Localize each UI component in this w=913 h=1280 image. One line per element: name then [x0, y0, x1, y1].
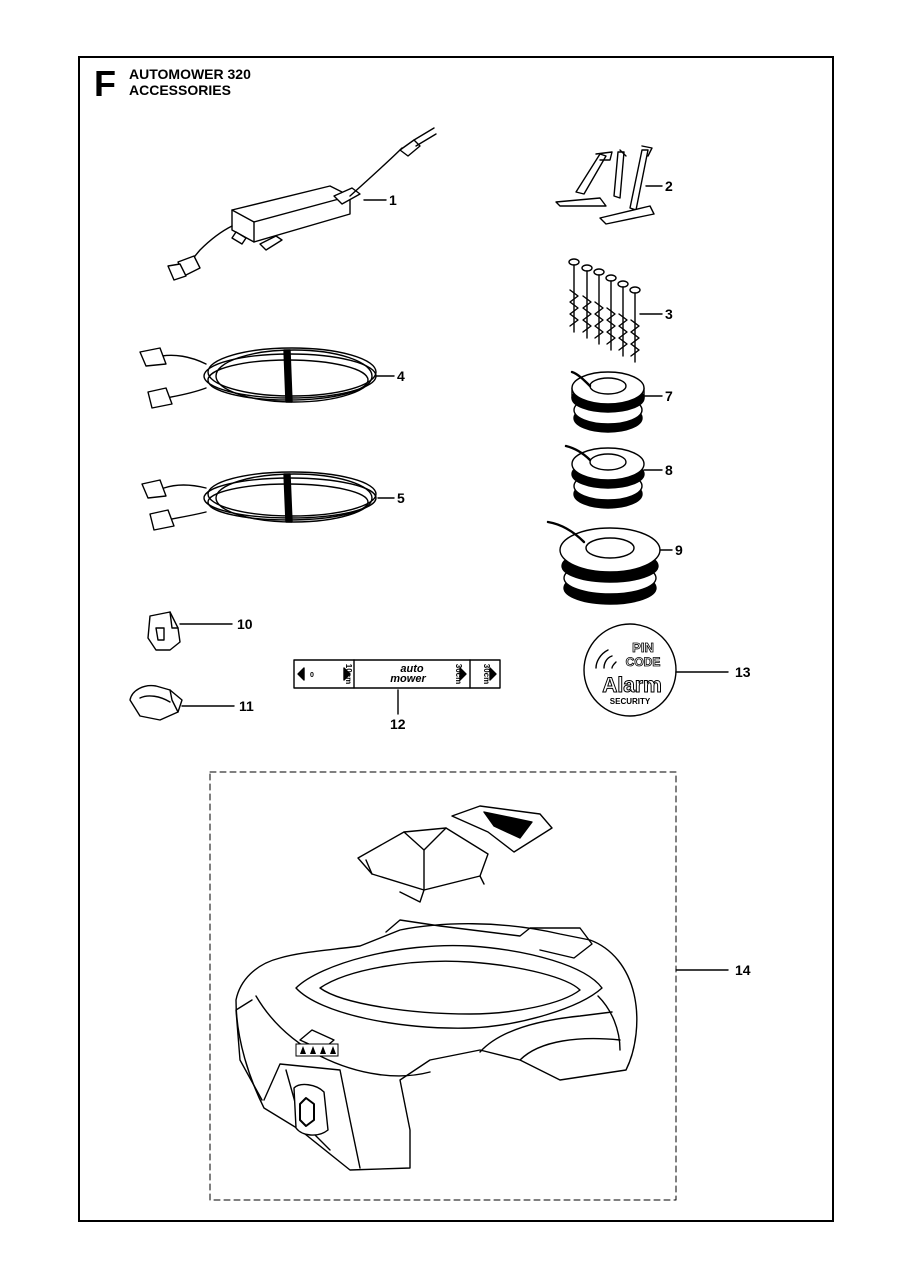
callout-9: 9 — [675, 542, 683, 558]
pin-sticker-line1: PIN — [632, 640, 654, 655]
guide-brand-top: auto — [400, 663, 424, 675]
measurement-guide-strip — [293, 659, 501, 689]
screws-part — [568, 258, 641, 363]
diagram-frame — [78, 56, 834, 1222]
callout-7: 7 — [665, 388, 673, 404]
coupler-part — [147, 611, 181, 651]
callout-2: 2 — [665, 178, 673, 194]
boundary-wire-spool-medium-part — [564, 444, 645, 509]
power-supply-part — [167, 127, 437, 281]
title-line-1: AUTOMOWER 320 — [129, 66, 251, 82]
body-kit-box — [209, 771, 677, 1201]
display-cover-part — [451, 805, 553, 853]
boundary-wire-spool-small-part — [570, 370, 645, 433]
guide-mark-a: 10cm — [344, 664, 353, 684]
callout-13: 13 — [735, 664, 751, 680]
callout-8: 8 — [665, 462, 673, 478]
callout-3: 3 — [665, 306, 673, 322]
boundary-pegs-part — [555, 145, 655, 225]
connector-knob-part — [129, 684, 183, 721]
guide-strip-text: 0 10cm auto mower 30cm 30cm — [310, 663, 491, 685]
callout-5: 5 — [397, 490, 405, 506]
pin-code-alarm-sticker — [583, 623, 677, 717]
title-line-2: ACCESSORIES — [129, 82, 231, 98]
pin-sticker-line3: Alarm — [602, 674, 662, 697]
connection-cable-short-part — [141, 471, 377, 531]
callout-12: 12 — [390, 716, 406, 732]
guide-mark-b: 30cm — [454, 664, 463, 684]
section-letter: F — [94, 63, 116, 104]
pin-sticker-text: PIN CODE Alarm SECURITY — [602, 640, 663, 706]
callout-14: 14 — [735, 962, 751, 978]
connection-cable-long-part — [139, 347, 377, 409]
pin-sticker-line4: SECURITY — [610, 697, 651, 706]
guide-mark-c: 30cm — [482, 664, 491, 684]
callout-4: 4 — [397, 368, 405, 384]
guide-mark-small: 0 — [310, 672, 314, 679]
page-title: AUTOMOWER 320 ACCESSORIES — [129, 66, 251, 98]
warning-decal — [295, 1043, 339, 1057]
boundary-wire-spool-large-part — [546, 520, 661, 605]
callout-11: 11 — [239, 698, 254, 714]
hatch-cover-part — [357, 827, 489, 903]
callout-10: 10 — [237, 616, 253, 632]
guide-brand-bottom: mower — [390, 673, 426, 685]
pin-sticker-line2: CODE — [626, 655, 661, 669]
callout-1: 1 — [389, 192, 397, 208]
